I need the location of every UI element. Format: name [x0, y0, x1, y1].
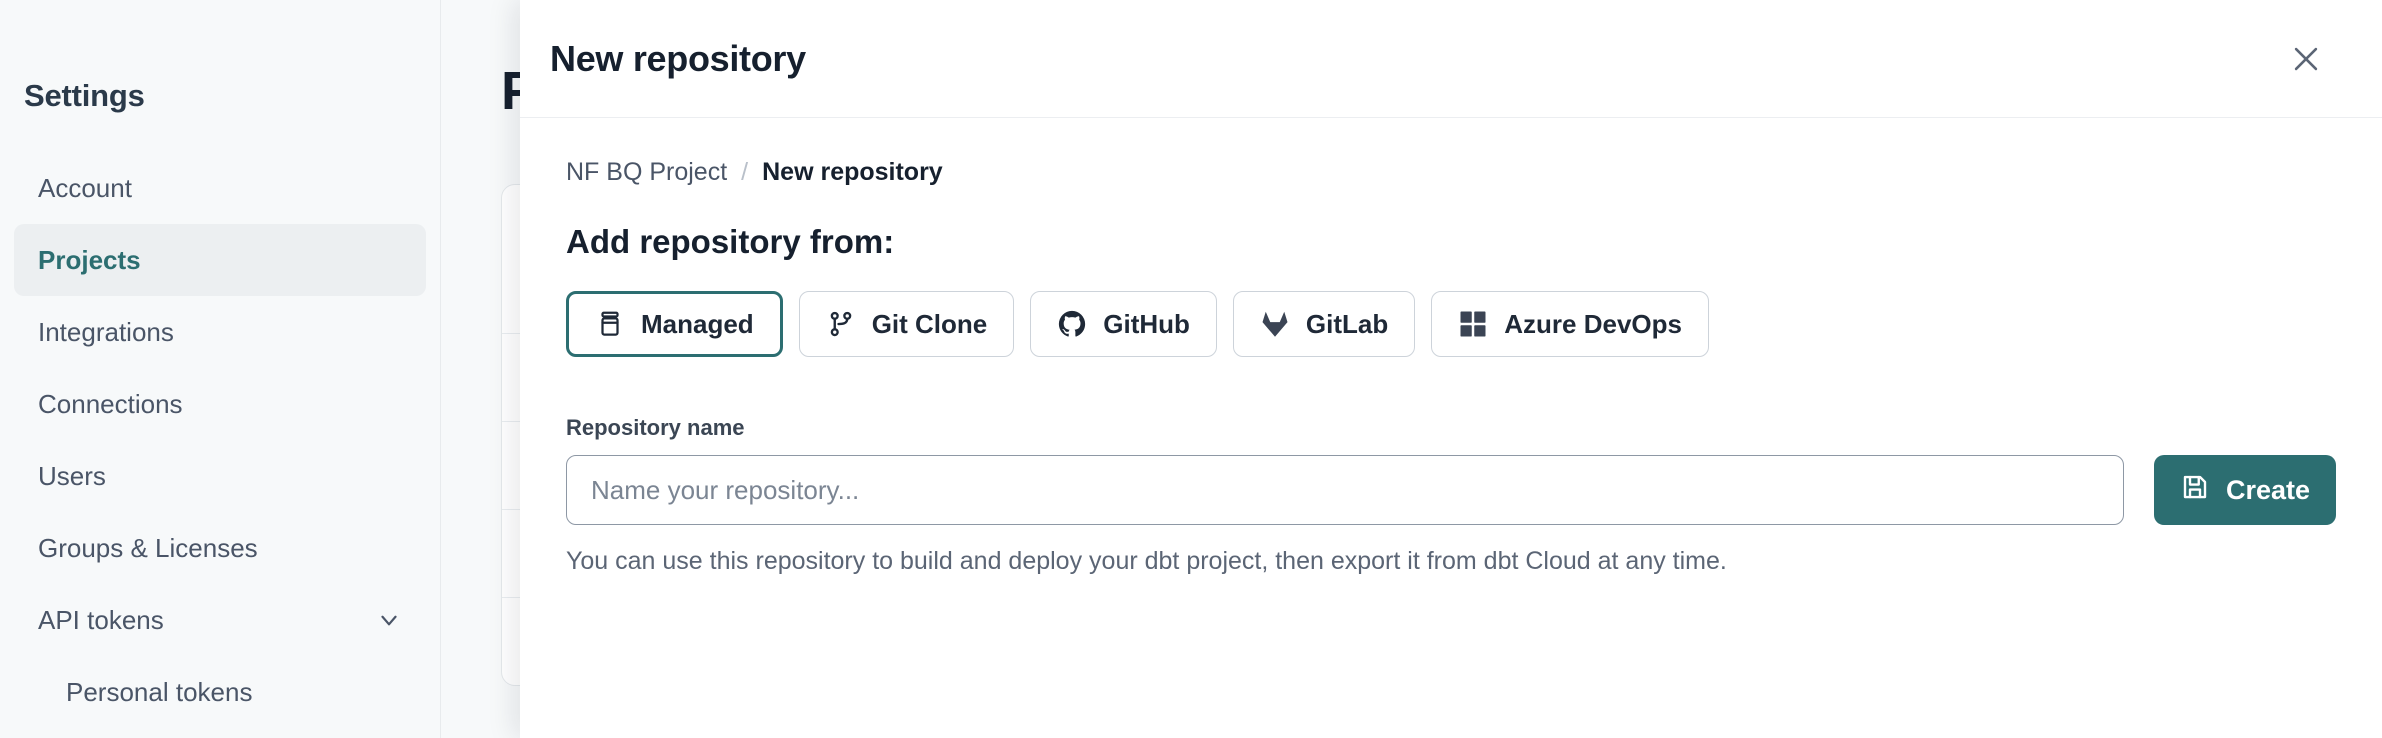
repository-help-text: You can use this repository to build and…	[566, 547, 1727, 575]
sidebar-item-label: Users	[38, 460, 106, 491]
sidebar-item-label: Account	[38, 172, 132, 203]
repository-name-label: Repository name	[566, 415, 745, 440]
breadcrumb-current: New repository	[762, 158, 943, 186]
sidebar-item-label: API tokens	[38, 604, 164, 635]
sidebar-item-groups-licenses[interactable]: Groups & Licenses	[14, 512, 426, 584]
sidebar-title: Settings	[24, 78, 145, 113]
create-button-label: Create	[2225, 474, 2310, 505]
source-tab-git-clone[interactable]: Git Clone	[798, 291, 1015, 357]
breadcrumb: NF BQ Project / New repository	[566, 158, 2336, 187]
source-tab-managed[interactable]: Managed	[566, 291, 783, 357]
source-tab-label: Azure DevOps	[1504, 308, 1682, 339]
source-tab-azure-devops[interactable]: Azure DevOps	[1431, 291, 1709, 357]
create-button[interactable]: Create	[2153, 455, 2336, 525]
sidebar-item-label: Personal tokens	[66, 676, 253, 707]
chevron-down-icon[interactable]	[376, 607, 402, 633]
breadcrumb-parent[interactable]: NF BQ Project	[566, 158, 728, 186]
repository-name-row: Create	[566, 455, 2336, 525]
sidebar-item-label: Projects	[38, 244, 141, 275]
modal-title: New repository	[550, 37, 806, 79]
sidebar-item-projects[interactable]: Projects	[14, 224, 426, 296]
modal-body: NF BQ Project / New repository Add repos…	[520, 118, 2382, 576]
source-tab-label: Git Clone	[871, 308, 988, 339]
sidebar-item-account[interactable]: Account	[14, 152, 426, 224]
azure-devops-icon	[1458, 309, 1488, 339]
source-tab-gitlab[interactable]: GitLab	[1232, 291, 1416, 357]
git-branch-icon	[826, 309, 856, 339]
sidebar-item-label: Integrations	[38, 316, 174, 347]
sidebar-item-connections[interactable]: Connections	[14, 368, 426, 440]
github-icon	[1057, 309, 1087, 339]
sidebar-item-personal-tokens[interactable]: Personal tokens	[14, 656, 426, 728]
save-icon	[2180, 472, 2210, 509]
breadcrumb-separator: /	[741, 158, 749, 186]
repository-name-group: Repository name Create	[566, 415, 2336, 576]
modal-header: New repository	[520, 0, 2382, 118]
close-icon[interactable]	[2282, 35, 2330, 83]
sidebar-item-label: Connections	[38, 388, 183, 419]
gitlab-icon	[1260, 309, 1290, 339]
sidebar-item-label: Groups & Licenses	[38, 532, 258, 563]
sidebar-item-api-tokens[interactable]: API tokens	[14, 584, 426, 656]
database-icon	[595, 309, 625, 339]
repository-name-input[interactable]	[566, 455, 2124, 525]
sidebar-item-users[interactable]: Users	[14, 440, 426, 512]
source-tab-label: Managed	[641, 308, 754, 339]
new-repository-modal: New repository NF BQ Project / New repos…	[520, 0, 2382, 738]
source-tab-label: GitLab	[1305, 308, 1389, 339]
repository-source-tabs: Managed Git Clone GitHub GitLab Azure DevOps	[566, 291, 2336, 357]
add-repository-heading: Add repository from:	[566, 223, 895, 260]
source-tab-label: GitHub	[1103, 308, 1190, 339]
source-tab-github[interactable]: GitHub	[1030, 291, 1217, 357]
sidebar-item-integrations[interactable]: Integrations	[14, 296, 426, 368]
